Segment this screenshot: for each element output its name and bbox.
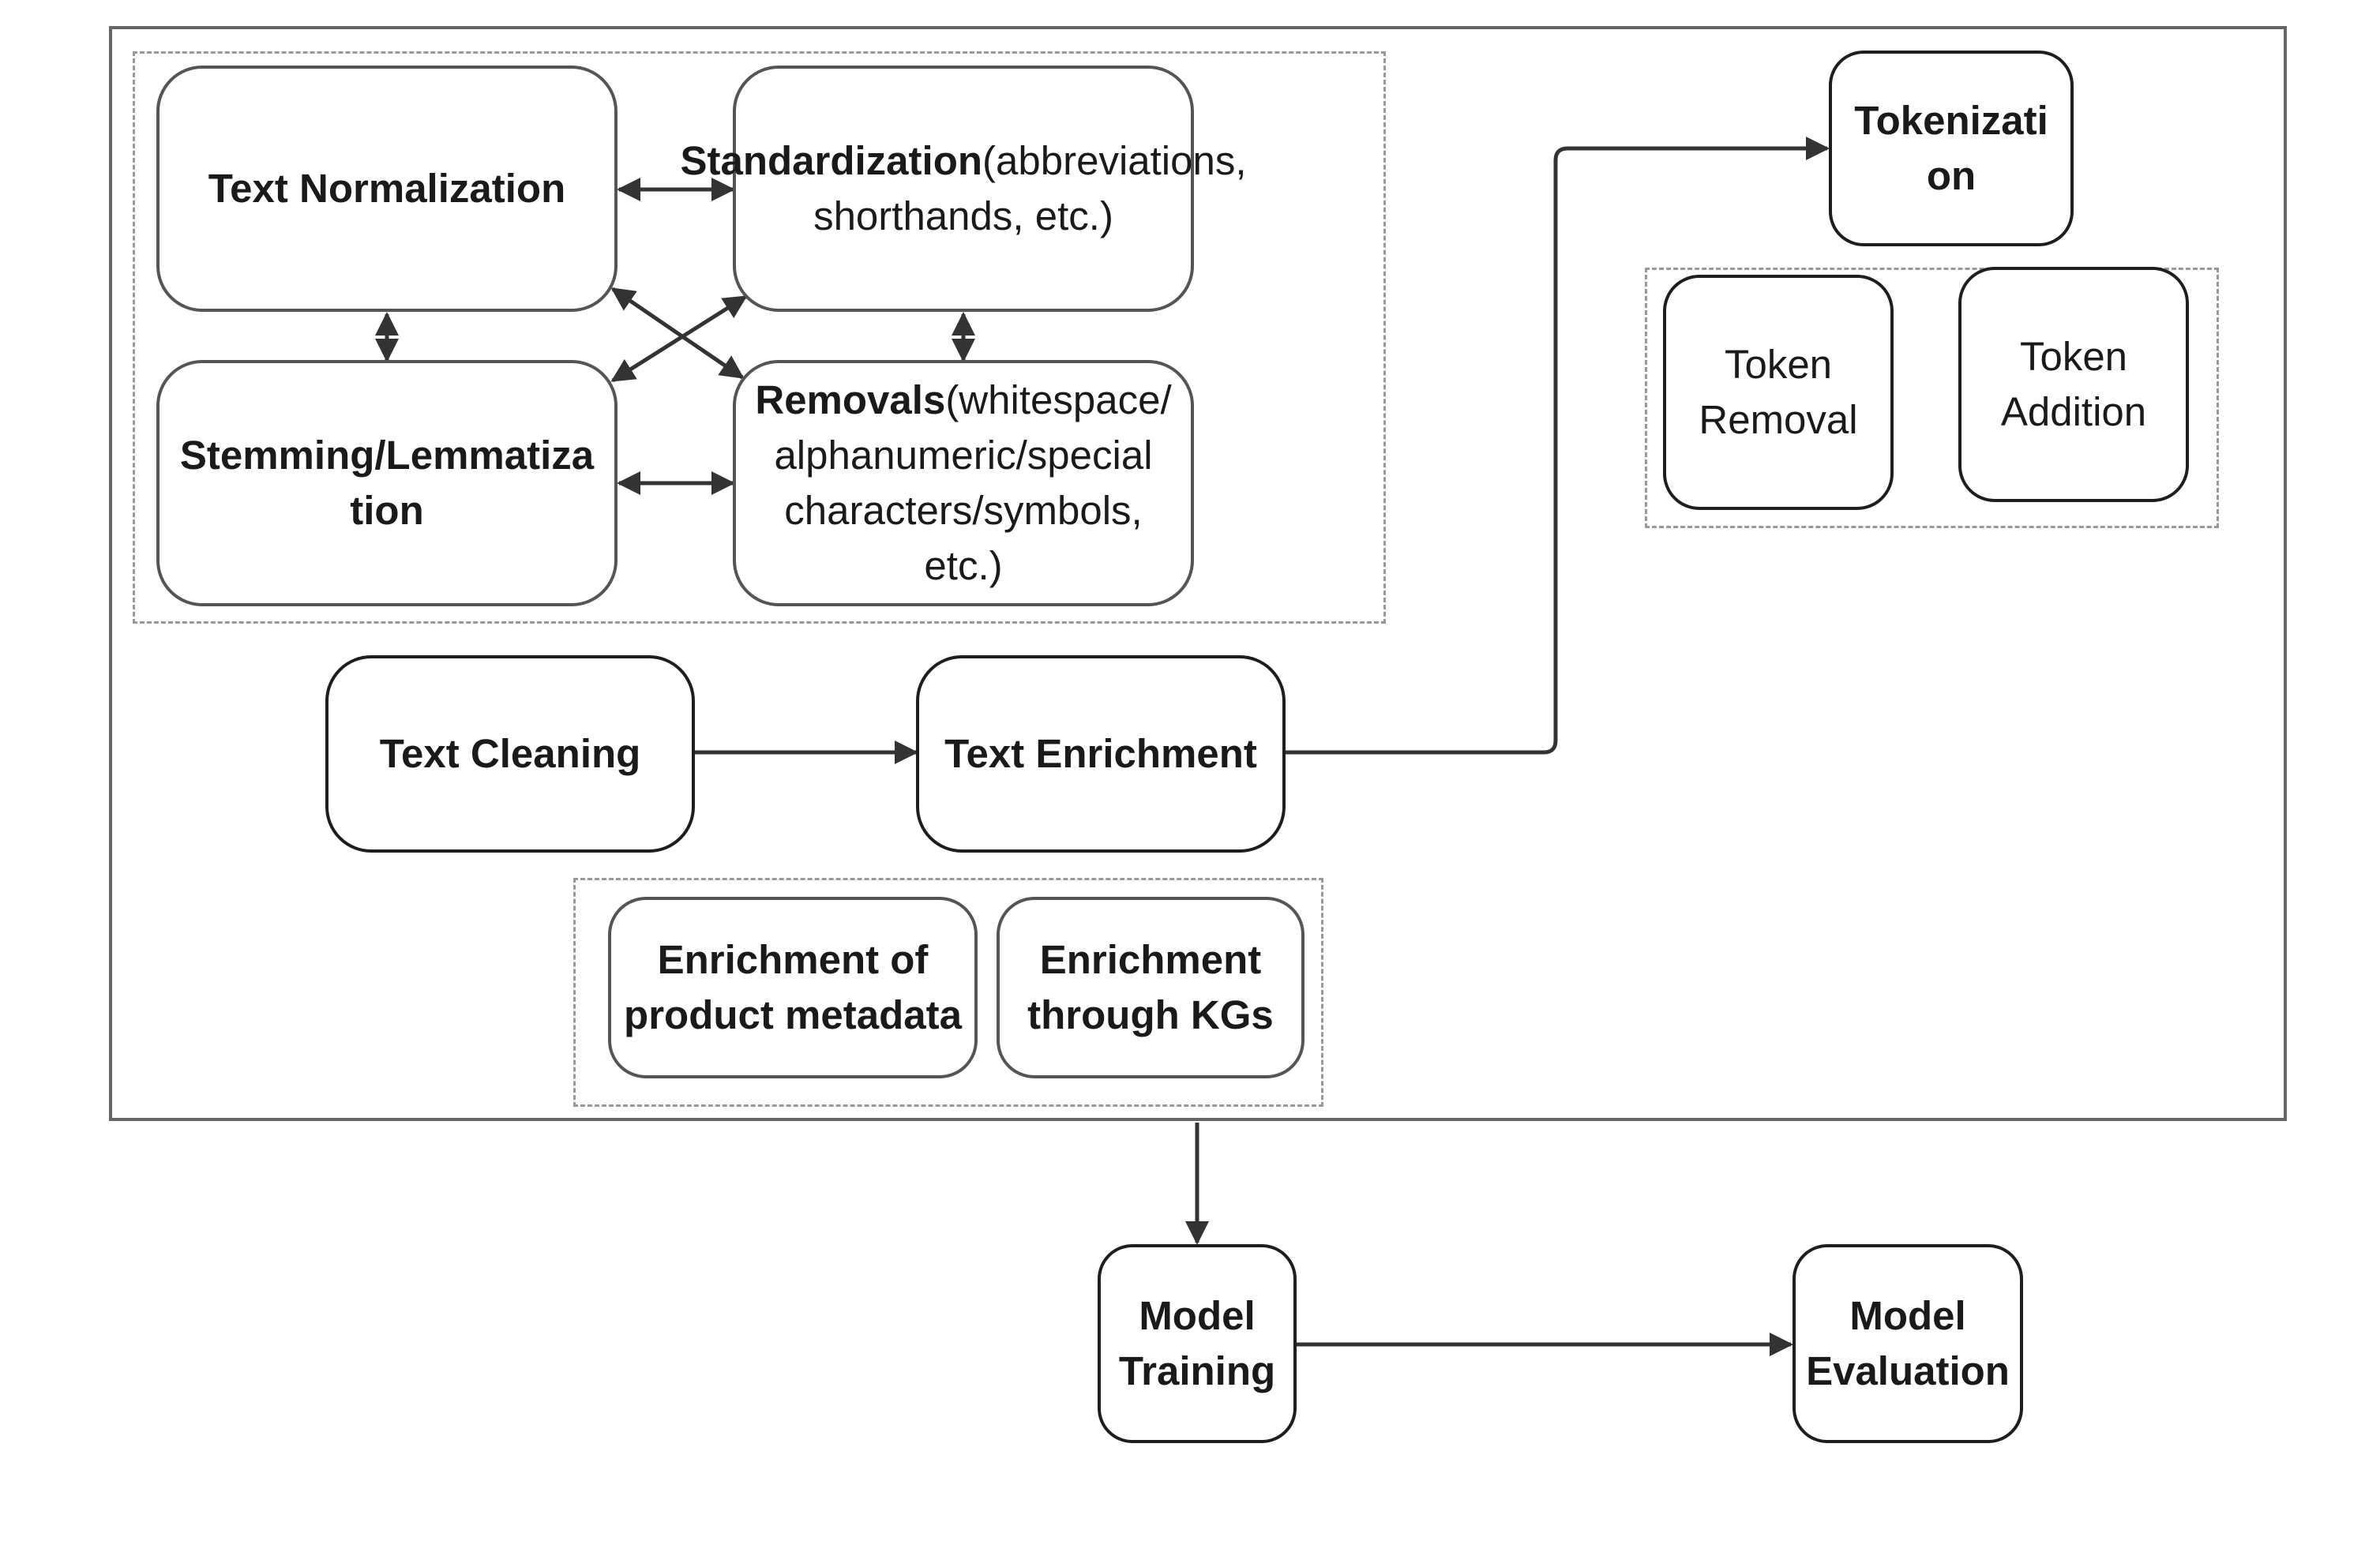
model-evaluation-label: Model Evaluation (1806, 1293, 2010, 1393)
text-normalization-node: Text Normalization (156, 66, 618, 312)
removals-node: Removals(whitespace/ alphanumeric/specia… (733, 360, 1194, 606)
standardization-node: Standardization(abbreviations, shorthand… (680, 66, 1247, 312)
tokenization-group (1645, 268, 2219, 528)
removals-label: Removals(whitespace/ alphanumeric/specia… (745, 373, 1181, 593)
text-enrichment-label: Text Enrichment (944, 731, 1257, 777)
model-evaluation-node: Model Evaluation (1793, 1244, 2023, 1443)
pipeline-frame (109, 26, 2287, 1121)
text-enrichment-node: Text Enrichment (916, 655, 1286, 853)
text-cleaning-group (133, 51, 1386, 624)
standardization-detail: (abbreviations, shorthands, etc.) (813, 138, 1247, 238)
model-training-node: Model Training (1098, 1244, 1297, 1443)
token-removal-node: Token Removal (1663, 275, 1894, 510)
standardization-title: Standardization (680, 138, 983, 184)
enrichment-group (573, 878, 1323, 1107)
stemming-label: Stemming/Lemmatization (179, 433, 595, 533)
standardization-label: Standardization(abbreviations, shorthand… (680, 133, 1246, 244)
tokenization-label: Tokenization (1854, 98, 2048, 198)
removals-title: Removals (755, 377, 946, 423)
token-addition-node: Token Addition (1958, 267, 2189, 502)
token-removal-label: Token Removal (1699, 342, 1858, 442)
arrow-enrichment-tokenization (1286, 137, 1830, 755)
token-addition-label: Token Addition (2000, 334, 2147, 434)
stemming-node: Stemming/Lemmatization (156, 360, 618, 606)
enrichment-kgs-label: Enrichment through KGs (1027, 937, 1274, 1037)
arrow-normalization-removals (610, 287, 745, 380)
enrichment-metadata-node: Enrichment of product metadata (608, 897, 978, 1078)
enrichment-kgs-node: Enrichment through KGs (997, 897, 1304, 1078)
tokenization-node: Tokenization (1829, 51, 2074, 246)
model-training-label: Model Training (1118, 1293, 1276, 1393)
text-cleaning-node: Text Cleaning (325, 655, 695, 853)
text-cleaning-label: Text Cleaning (379, 731, 641, 777)
arrow-stemming-standardization (610, 294, 748, 383)
enrichment-metadata-label: Enrichment of product metadata (624, 937, 962, 1037)
removals-detail: (whitespace/ alphanumeric/special charac… (774, 377, 1172, 588)
text-normalization-label: Text Normalization (208, 166, 566, 212)
